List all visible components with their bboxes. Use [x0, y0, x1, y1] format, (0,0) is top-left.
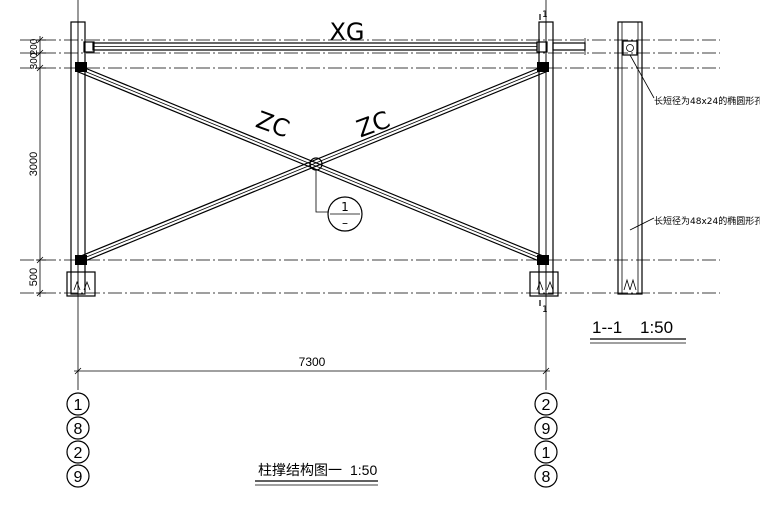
section-scale: 1:50 [640, 318, 673, 337]
section-mark-top: 1 [542, 10, 548, 20]
dim-500: 500 [28, 268, 40, 286]
axis-right-3: 8 [542, 469, 551, 486]
section-mark-bottom: 1 [542, 305, 548, 315]
span-dimension: 7300 [74, 355, 550, 375]
grid-axis-right: 2 9 1 8 [534, 392, 558, 488]
cross-bracing [75, 62, 549, 265]
axis-left-3: 9 [74, 469, 83, 486]
axis-right-2: 1 [542, 445, 551, 462]
detail-sheet: – [342, 216, 348, 230]
axis-left-0: 1 [74, 397, 83, 414]
section-view [617, 21, 655, 295]
dim-200: 200 [29, 38, 40, 55]
brace-label-right: ZC [353, 106, 394, 144]
horizontal-axis-lines [20, 39, 720, 294]
dim-300: 300 [29, 52, 40, 69]
detail-number: 1 [341, 200, 349, 214]
hole-note-2: 长短径为48x24的椭圆形孔 [654, 215, 760, 227]
axis-left-2: 2 [74, 445, 83, 462]
brace-label-left: ZC [252, 106, 293, 144]
dim-7300: 7300 [299, 355, 326, 369]
main-title: 柱撑结构图一 [258, 463, 342, 479]
tie-beam [92, 38, 586, 55]
hole-note-1: 长短径为48x24的椭圆形孔 [654, 95, 760, 107]
axis-right-1: 9 [542, 421, 551, 438]
vertical-dimensions: 200 300 3000 500 [28, 36, 46, 297]
main-scale: 1:50 [350, 462, 377, 478]
grid-axis-left: 1 8 2 9 [66, 392, 90, 488]
axis-right-0: 2 [542, 397, 551, 414]
vertical-axis-lines [77, 0, 547, 390]
section-title: 1--1 [592, 318, 622, 337]
detail-callout: 1 – [315, 170, 363, 232]
axis-left-1: 8 [74, 421, 83, 438]
beam-label: XG [329, 18, 364, 46]
dim-3000: 3000 [28, 152, 40, 176]
